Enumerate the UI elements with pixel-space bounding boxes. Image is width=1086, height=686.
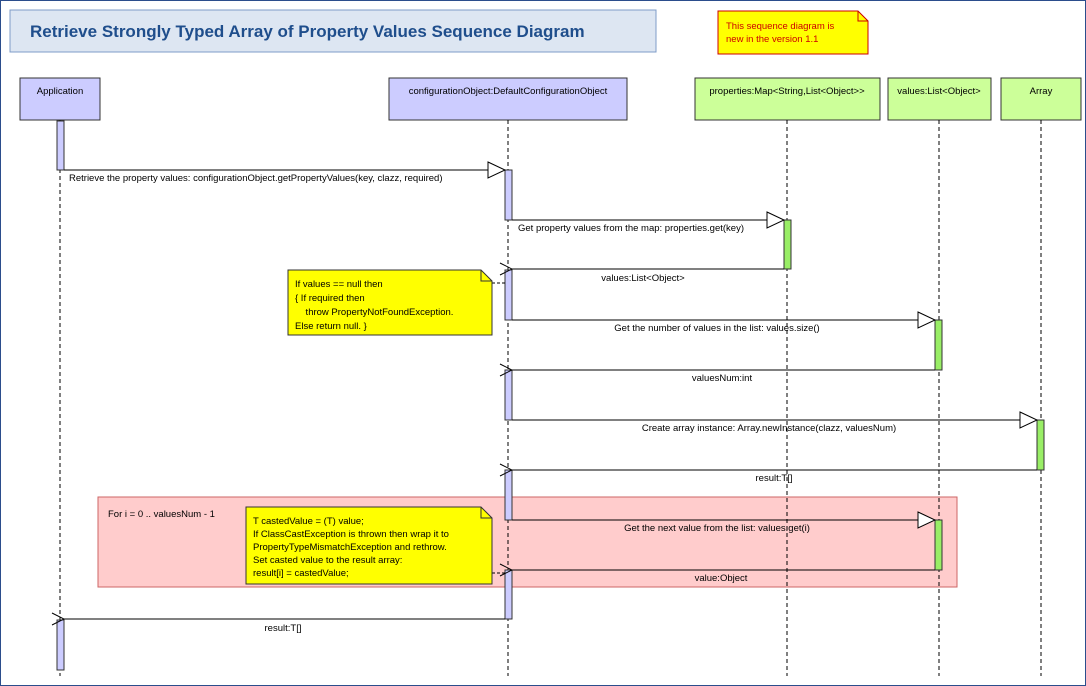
activation-bar	[934, 519, 943, 571]
activation-bar	[56, 120, 65, 171]
note-line: T castedValue = (T) value;	[253, 516, 364, 527]
participant-values-list: values:List<Object>	[887, 77, 992, 121]
version-note-line: This sequence diagram is	[726, 21, 834, 32]
participant-configuration-object: configurationObject:DefaultConfiguration…	[388, 77, 628, 121]
message-label: valuesNum:int	[692, 373, 753, 384]
participant-label: properties:Map<String,List<Object>>	[709, 86, 865, 97]
participant-properties-map: properties:Map<String,List<Object>>	[694, 77, 881, 121]
message-m7: result:T[]	[512, 470, 1037, 484]
note-line: If values == null then	[295, 279, 383, 290]
message-m1: Retrieve the property values: configurat…	[64, 161, 507, 184]
participant-label: Application	[37, 86, 83, 97]
activation-bar	[504, 469, 513, 521]
version-note: This sequence diagram is new in the vers…	[717, 10, 869, 55]
message-label: Retrieve the property values: configurat…	[69, 173, 443, 184]
message-label: result:T[]	[756, 473, 793, 484]
message-m5: valuesNum:int	[512, 370, 935, 384]
diagram-title: Retrieve Strongly Typed Array of Propert…	[30, 22, 585, 41]
message-m9: value:Object	[512, 570, 935, 584]
loop-fragment: For i = 0 .. valuesNum - 1	[97, 496, 958, 588]
note-line: { If required then	[295, 293, 365, 304]
message-label: result:T[]	[265, 623, 302, 634]
activation-bar	[56, 619, 65, 671]
participant-label: configurationObject:DefaultConfiguration…	[409, 86, 608, 97]
activation-bar	[504, 569, 513, 620]
message-label: value:Object	[695, 573, 748, 584]
message-label: Get the next value from the list: values…	[624, 523, 810, 534]
message-m2: Get property values from the map: proper…	[512, 211, 786, 234]
note-line: If ClassCastException is thrown then wra…	[253, 529, 449, 540]
loop-label: For i = 0 .. valuesNum - 1	[108, 509, 215, 520]
note-line: PropertyTypeMismatchException and rethro…	[253, 542, 447, 553]
message-m8: Get the next value from the list: values…	[512, 511, 937, 534]
activation-bar	[504, 369, 513, 421]
message-label: Get property values from the map: proper…	[518, 223, 744, 234]
activation-bars	[56, 120, 1045, 671]
activation-bar	[1036, 419, 1045, 471]
activation-bar	[934, 319, 943, 371]
activation-bar	[504, 169, 513, 221]
note-line: result[i] = castedValue;	[253, 568, 349, 579]
message-m10: result:T[]	[64, 619, 505, 634]
note-line: Else return null. }	[295, 321, 367, 332]
participant-label: Array	[1030, 86, 1053, 97]
title-box: Retrieve Strongly Typed Array of Propert…	[9, 9, 657, 53]
note-line: throw PropertyNotFoundException.	[295, 307, 453, 318]
message-label: Create array instance: Array.newInstance…	[642, 423, 896, 434]
participant-application: Application	[19, 77, 101, 121]
activation-bar	[783, 219, 792, 270]
activation-bar	[504, 269, 513, 321]
note-null-check: If values == null then { If required the…	[287, 269, 505, 336]
message-m4: Get the number of values in the list: va…	[512, 311, 937, 334]
message-m3: values:List<Object>	[512, 269, 784, 284]
message-m6: Create array instance: Array.newInstance…	[512, 411, 1039, 434]
note-cast: T castedValue = (T) value; If ClassCastE…	[245, 506, 505, 585]
message-label: values:List<Object>	[601, 273, 685, 284]
participant-label: values:List<Object>	[897, 86, 981, 97]
note-line: Set casted value to the result array:	[253, 555, 402, 566]
version-note-line: new in the version 1.1	[726, 34, 818, 45]
message-label: Get the number of values in the list: va…	[614, 323, 819, 334]
participant-array: Array	[1000, 77, 1082, 121]
